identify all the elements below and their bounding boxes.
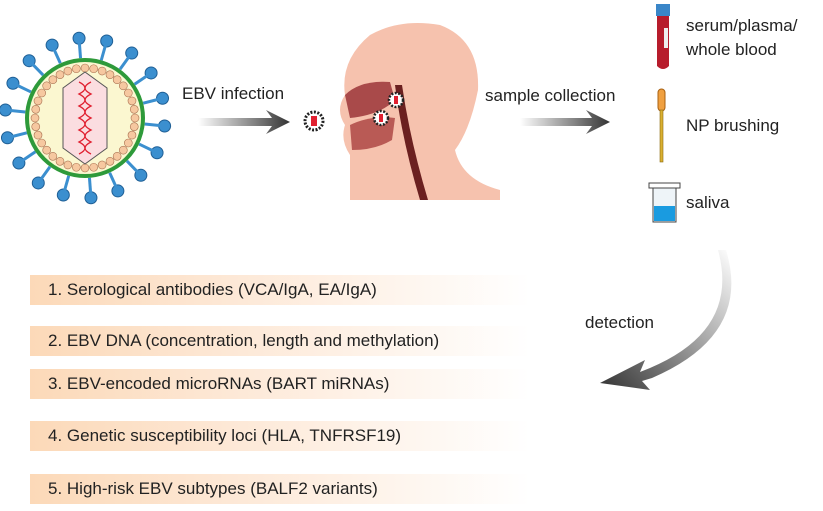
method-label: 1. Serological antibodies (VCA/IgA, EA/I… [48,280,377,299]
capsomere [124,138,133,148]
sample-blood-label-2: whole blood [686,40,777,59]
capsomere [42,81,51,91]
glycoprotein-spike [77,42,83,59]
ebv-virus-icon [0,31,172,205]
virion-icon [303,110,325,132]
method-label: 5. High-risk EBV subtypes (BALF2 variant… [48,479,378,498]
capsomere [112,75,122,84]
glycoprotein-spike [30,62,45,77]
capsomere [55,157,65,166]
sample-np-label: NP brushing [686,116,780,135]
method-box-1: 1. Serological antibodies (VCA/IgA, EA/I… [30,275,530,305]
capsomere [48,152,58,161]
glycoprotein-spike [21,150,37,163]
glycoprotein-spike [99,44,108,61]
capsomere [31,122,41,131]
capsomere [112,152,122,161]
capsomere [119,81,128,91]
sample-collection-label: sample collection [485,86,616,105]
capsomere [130,113,140,123]
head-profile-illustration [340,22,500,201]
capsomere [80,163,90,173]
glycoprotein-spike [138,142,155,153]
glycoprotein-spike [144,122,161,128]
glycoprotein-spike [15,83,32,94]
method-box-2: 2. EBV DNA (concentration, length and me… [30,326,530,356]
capsomere [127,96,137,106]
glycoprotein-spike [108,172,118,188]
capsomere [105,157,115,166]
capsomere [42,145,51,155]
capsomere [30,113,40,123]
blood-tube-icon [656,4,670,69]
detection-label: detection [585,313,654,332]
glycoprotein-spike [142,97,160,105]
glycoprotein-spike-head [6,76,20,90]
capsomere [48,75,58,84]
method-box-4: 4. Genetic susceptibility loci (HLA, TNF… [30,421,530,451]
capsomere [89,64,98,74]
glycoprotein-spike-head [56,188,70,202]
capsomere [127,130,137,140]
capsomere [80,63,90,73]
capsomere [97,66,107,76]
glycoprotein-spike [133,73,149,86]
capsomere [89,162,98,172]
method-label: 2. EBV DNA (concentration, length and me… [48,331,440,350]
swab-icon [657,88,666,163]
glycoprotein-spike [62,175,71,192]
capsomere [129,105,139,114]
glycoprotein-spike [125,159,140,174]
capsomere [33,130,43,140]
capsomere [33,96,43,106]
sample-blood-label: serum/plasma/ [686,16,798,35]
infection-arrow [198,110,290,134]
glycoprotein-spike-head [100,34,114,48]
capsomere [63,160,73,170]
capsomere [72,162,81,172]
method-label: 4. Genetic susceptibility loci (HLA, TNF… [48,426,402,445]
sample-saliva-label: saliva [686,193,730,212]
detection-arrow [600,250,732,390]
capsomere [55,70,65,79]
method-label: 3. EBV-encoded microRNAs (BART miRNAs) [48,374,390,393]
capsomere [119,145,128,155]
method-box-5: 5. High-risk EBV subtypes (BALF2 variant… [30,474,530,504]
capsomere [37,88,46,98]
glycoprotein-spike [52,48,62,64]
glycoprotein-spike [118,55,131,71]
capsomere [63,66,73,76]
saliva-cup-icon [648,182,681,223]
capsomere [129,122,139,131]
capsomere [105,70,115,79]
glycoprotein-spike-head [111,184,125,198]
capsomere [97,160,107,170]
capsomere [37,138,46,148]
glycoprotein-spike-head [45,38,59,52]
glycoprotein-spike [87,177,93,194]
glycoprotein-spike [9,108,26,114]
glycoprotein-spike [39,165,52,181]
method-box-3: 3. EBV-encoded microRNAs (BART miRNAs) [30,369,530,399]
capsomere [124,88,133,98]
capsomere [72,64,81,74]
capsomere [31,105,41,114]
glycoprotein-spike-head [150,146,164,160]
infection-label: EBV infection [182,84,285,103]
collection-arrow [520,110,610,134]
glycoprotein-spike [10,131,28,139]
